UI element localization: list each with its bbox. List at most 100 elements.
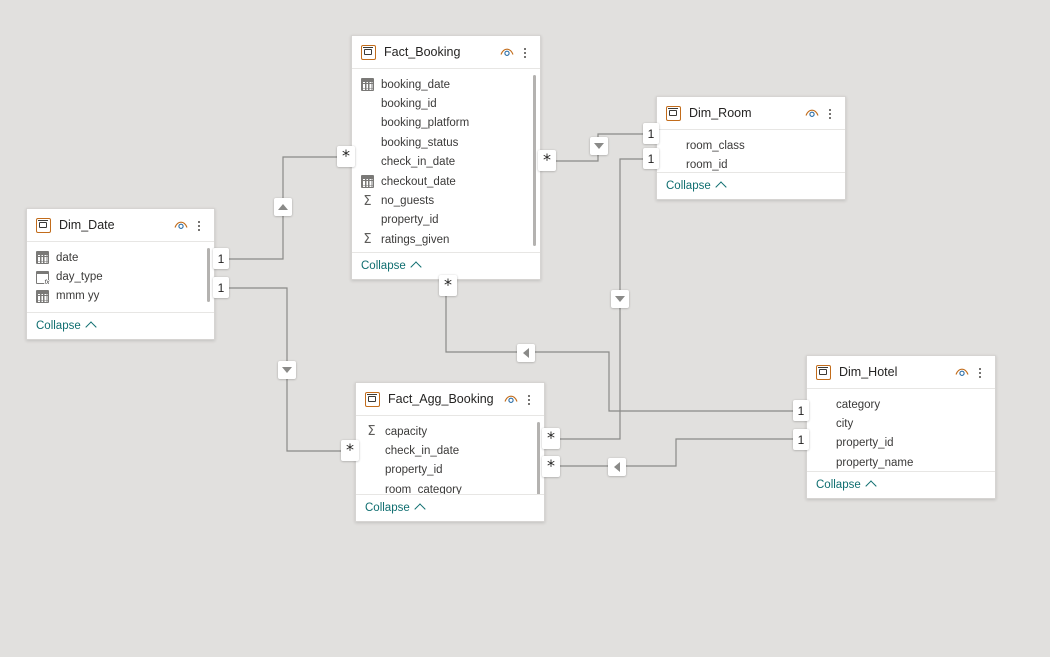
eye-icon[interactable] [173, 217, 189, 233]
vertical-scrollbar[interactable] [537, 422, 540, 494]
more-options-icon[interactable] [192, 217, 206, 233]
table-header[interactable]: Dim_Room [657, 97, 845, 130]
more-options-icon[interactable] [973, 364, 987, 380]
cardinality-badge: * [538, 150, 556, 171]
cardinality-badge: * [341, 440, 359, 461]
field-row[interactable]: date [27, 248, 214, 267]
collapse-label: Collapse [816, 479, 861, 491]
field-row[interactable]: day_type [27, 267, 214, 287]
cardinality-badge: 1 [213, 248, 229, 269]
field-icon-none [365, 464, 378, 477]
relationship-line-rel-aggbooking-hotel[interactable] [549, 438, 800, 467]
table-footer: Collapse [352, 252, 540, 279]
table-footer: Collapse [27, 312, 214, 339]
table-header[interactable]: Fact_Booking [352, 36, 540, 69]
field-row[interactable]: check_in_date [352, 153, 540, 172]
field-row[interactable]: property_name [807, 453, 995, 471]
cross-filter-arrow-up-icon [274, 198, 292, 216]
table-footer: Collapse [356, 494, 544, 521]
collapse-label: Collapse [666, 180, 711, 192]
cross-filter-arrow-left-icon [517, 344, 535, 362]
more-options-icon[interactable] [522, 391, 536, 407]
field-icon-none [816, 418, 829, 431]
table-icon [666, 105, 681, 121]
field-row[interactable]: booking_platform [352, 114, 540, 133]
field-label: check_in_date [381, 156, 456, 169]
arrow-glyph [594, 143, 604, 149]
field-row[interactable]: room_id [657, 155, 845, 172]
field-row[interactable]: city [807, 414, 995, 433]
eye-icon[interactable] [499, 44, 515, 60]
chevron-up-icon [410, 261, 422, 273]
chevron-up-icon [85, 321, 97, 333]
more-options-icon[interactable] [518, 44, 532, 60]
table-footer: Collapse [807, 471, 995, 498]
relationship-line-rel-aggbooking-room[interactable] [549, 158, 650, 440]
field-label: ratings_given [381, 233, 450, 246]
more-options-icon[interactable] [823, 105, 837, 121]
vertical-scrollbar[interactable] [207, 248, 210, 303]
field-row[interactable]: property_id [352, 211, 540, 230]
vertical-scrollbar[interactable] [533, 75, 536, 246]
field-row[interactable]: booking_date [352, 75, 540, 94]
field-row[interactable]: mmm yy [27, 287, 214, 306]
field-row[interactable]: property_id [807, 434, 995, 453]
calendar-icon [361, 78, 374, 92]
field-label: checkout_date [381, 175, 456, 188]
field-label: booking_status [381, 136, 459, 149]
table-header[interactable]: Dim_Date [27, 209, 214, 242]
collapse-label: Collapse [361, 260, 406, 272]
collapse-button[interactable]: Collapse [365, 502, 426, 515]
field-icon-none [666, 139, 679, 152]
field-row[interactable]: booking_status [352, 133, 540, 152]
field-label: property_id [385, 464, 443, 477]
calendar-icon [36, 289, 49, 303]
collapse-button[interactable]: Collapse [361, 260, 422, 273]
eye-icon[interactable] [503, 391, 519, 407]
field-row[interactable]: check_in_date [356, 441, 544, 460]
field-label: check_in_date [385, 445, 460, 458]
field-icon-none [816, 456, 829, 469]
eye-icon[interactable] [804, 105, 820, 121]
field-row[interactable]: room_category [356, 480, 544, 494]
collapse-button[interactable]: Collapse [36, 320, 97, 333]
cardinality-badge: 1 [213, 277, 229, 298]
field-label: city [836, 418, 854, 431]
field-row[interactable]: property_id [356, 461, 544, 480]
cross-filter-arrow-down-icon [278, 361, 296, 379]
table-title: Dim_Date [59, 218, 115, 232]
field-row[interactable]: room_class [657, 136, 845, 155]
field-label: booking_platform [381, 117, 470, 130]
field-icon-none [666, 159, 679, 172]
calculated-column-icon [36, 270, 50, 287]
field-row[interactable]: checkout_date [352, 172, 540, 191]
table-header[interactable]: Fact_Agg_Booking [356, 383, 544, 416]
arrow-glyph [614, 462, 620, 472]
eye-icon[interactable] [954, 364, 970, 380]
field-icon-none [816, 437, 829, 450]
cardinality-badge: * [542, 428, 560, 449]
field-label: property_id [381, 214, 439, 227]
sum-icon: Σ [363, 232, 372, 248]
sum-icon: Σ [367, 424, 376, 440]
field-row[interactable]: category [807, 395, 995, 414]
collapse-button[interactable]: Collapse [816, 479, 877, 492]
field-icon-none [361, 156, 374, 169]
collapse-button[interactable]: Collapse [666, 180, 727, 193]
table-header[interactable]: Dim_Hotel [807, 356, 995, 389]
field-row[interactable]: booking_id [352, 94, 540, 113]
